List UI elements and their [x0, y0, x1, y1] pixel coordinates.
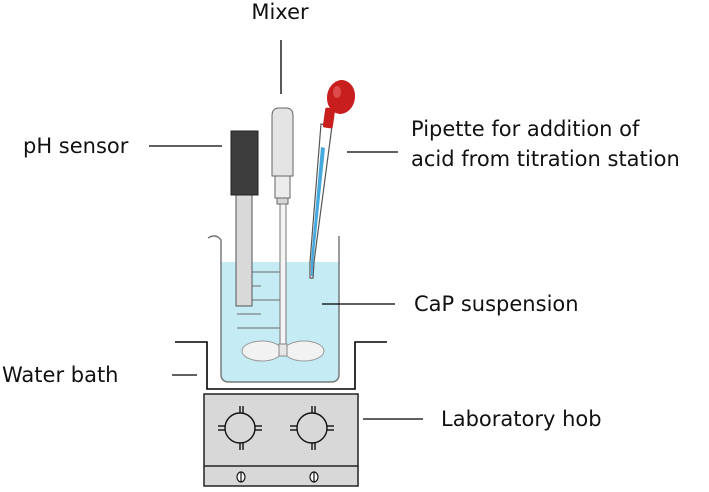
beaker [207, 235, 340, 383]
pipette-bulb-neck [322, 107, 336, 129]
label-pipette-line1: Pipette for addition of [411, 117, 640, 141]
ph-sensor-rod [235, 192, 253, 307]
laboratory-hob [203, 393, 359, 487]
mixer [241, 107, 325, 362]
label-ph-sensor: pH sensor [23, 134, 129, 158]
label-mixer: Mixer [251, 0, 309, 24]
mixer-blade-right [283, 340, 325, 362]
mixer-collar [276, 197, 289, 205]
hob-burner-left [218, 406, 262, 450]
hob-body [203, 393, 359, 487]
hob-knob-left [236, 471, 246, 483]
mixer-head [271, 107, 294, 177]
label-water-bath: Water bath [2, 363, 119, 387]
mixer-blade-left [241, 340, 283, 362]
ph-sensor [230, 130, 259, 307]
pipette [309, 80, 356, 279]
leader-lines [149, 40, 423, 420]
ph-sensor-head [230, 130, 259, 196]
beaker-wall [207, 235, 340, 383]
label-pipette-line2: acid from titration station [411, 147, 680, 171]
hob-knob-right [309, 471, 319, 483]
label-cap-suspension: CaP suspension [414, 292, 579, 316]
pipette-liquid [311, 147, 325, 276]
label-laboratory-hob: Laboratory hob [441, 407, 602, 431]
mixer-body [274, 175, 291, 199]
mixer-shaft [279, 203, 287, 349]
water-bath [175, 341, 387, 390]
hob-burner-right [290, 406, 334, 450]
